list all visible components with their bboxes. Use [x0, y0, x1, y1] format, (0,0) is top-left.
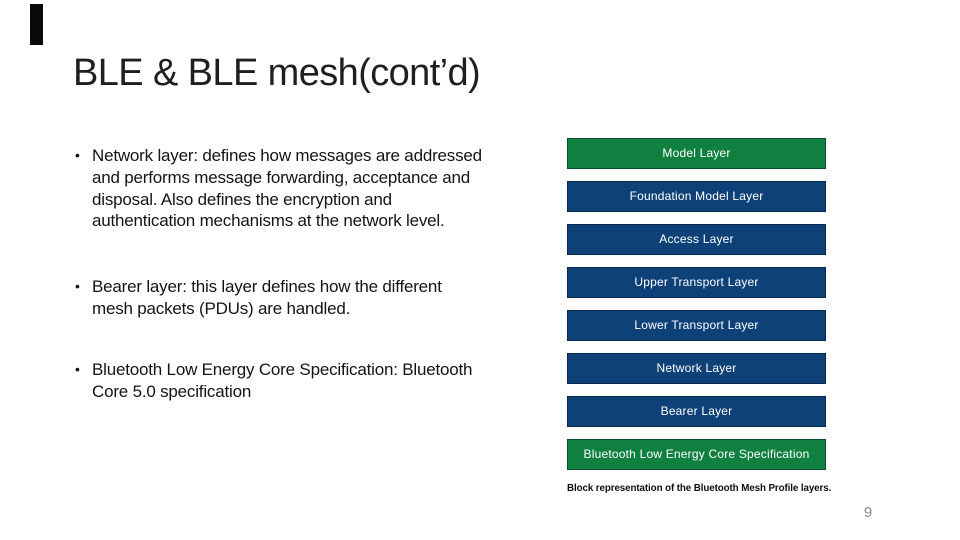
bullet-marker-icon: • [75, 147, 80, 163]
bullet-text: Bearer layer: this layer defines how the… [92, 277, 442, 318]
layer-block-model: Model Layer [567, 138, 826, 169]
layer-block-bearer: Bearer Layer [567, 396, 826, 427]
bullet-item-ble-core-spec: • Bluetooth Low Energy Core Specificatio… [75, 359, 545, 403]
layer-block-access: Access Layer [567, 224, 826, 255]
mesh-profile-layer-diagram: Model Layer Foundation Model Layer Acces… [567, 138, 826, 470]
layer-block-foundation-model: Foundation Model Layer [567, 181, 826, 212]
bullet-text: Network layer: defines how messages are … [92, 146, 482, 231]
bullet-marker-icon: • [75, 361, 80, 377]
diagram-caption: Block representation of the Bluetooth Me… [567, 483, 832, 494]
bullet-item-network-layer: • Network layer: defines how messages ar… [75, 145, 545, 232]
layer-block-lower-transport: Lower Transport Layer [567, 310, 826, 341]
black-bar-decoration [30, 4, 43, 45]
bullet-text: Bluetooth Low Energy Core Specification:… [92, 360, 473, 401]
page-number: 9 [863, 504, 873, 521]
slide-title: BLE & BLE mesh(cont’d) [73, 52, 481, 94]
bullet-marker-icon: • [75, 278, 80, 294]
layer-block-upper-transport: Upper Transport Layer [567, 267, 826, 298]
layer-block-ble-core-spec: Bluetooth Low Energy Core Specification [567, 439, 826, 470]
layer-block-network: Network Layer [567, 353, 826, 384]
bullet-item-bearer-layer: • Bearer layer: this layer defines how t… [75, 276, 545, 320]
